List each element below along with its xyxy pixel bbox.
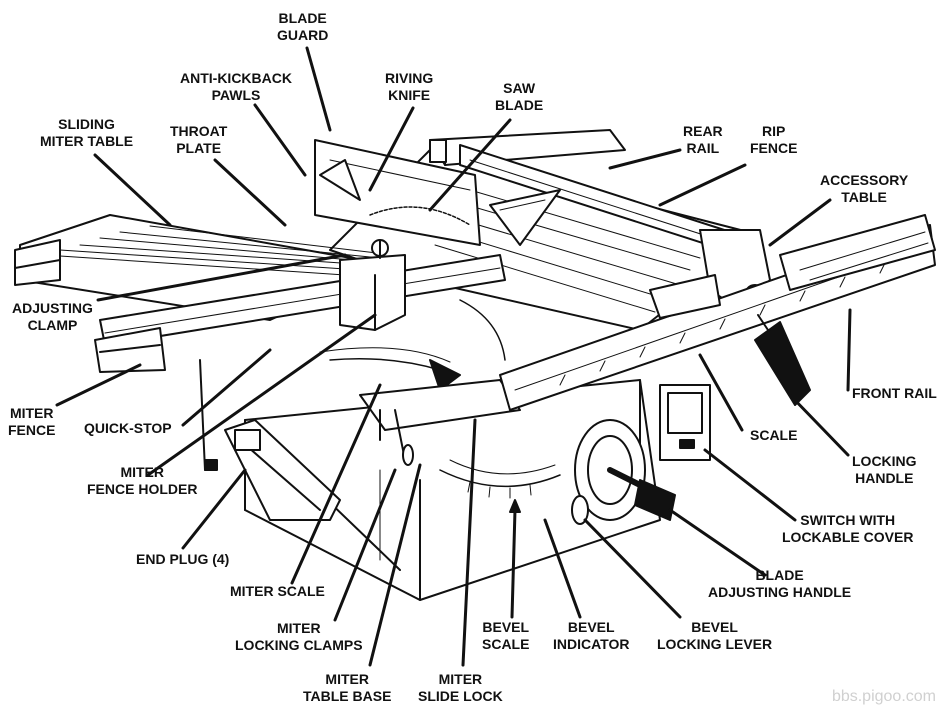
label-line: MITER: [277, 620, 321, 636]
label-sliding-miter-table: SLIDING MITER TABLE: [40, 116, 133, 150]
label-line: ACCESSORY: [820, 172, 909, 188]
label-riving-knife: RIVING KNIFE: [385, 70, 433, 104]
label-miter-table-base: MITER TABLE BASE: [303, 671, 391, 705]
label-line: LOCKABLE COVER: [782, 529, 914, 545]
label-line: SCALE: [482, 636, 530, 652]
power-switch: [659, 384, 711, 461]
label-line: ADJUSTING HANDLE: [708, 584, 852, 600]
label-bevel-indicator: BEVEL INDICATOR: [553, 619, 629, 653]
label-line: BEVEL: [691, 619, 738, 635]
label-line: ADJUSTING: [12, 300, 93, 316]
label-line: CLAMP: [27, 317, 78, 333]
label-switch-with-lockable-cover: SWITCH WITH LOCKABLE COVER: [782, 512, 913, 546]
label-line: FENCE: [8, 422, 56, 438]
label-line: END PLUG (4): [136, 551, 230, 567]
label-line: TABLE: [841, 189, 887, 205]
label-line: HANDLE: [855, 470, 914, 486]
label-anti-kickback-pawls: ANTI-KICKBACK PAWLS: [180, 70, 292, 104]
label-line: SWITCH WITH: [800, 512, 896, 528]
label-line: RIP: [762, 123, 786, 139]
label-line: RAIL: [686, 140, 720, 156]
miter-scale-arc: [319, 299, 506, 391]
label-line: GUARD: [277, 27, 329, 43]
label-saw-blade: SAW BLADE: [495, 80, 543, 114]
label-rear-rail: REAR RAIL: [683, 123, 723, 157]
miter-locking-clamps: [379, 409, 414, 466]
label-bevel-scale: BEVEL SCALE: [482, 619, 529, 653]
label-front-rail: FRONT RAIL: [852, 385, 937, 402]
label-line: SLIDING: [58, 116, 115, 132]
miter-table-base: [224, 379, 521, 521]
label-line: INDICATOR: [553, 636, 630, 652]
label-line: THROAT: [170, 123, 228, 139]
label-line: SCALE: [750, 427, 798, 443]
label-line: PLATE: [176, 140, 222, 156]
label-line: QUICK-STOP: [84, 420, 172, 436]
label-line: BLADE: [278, 10, 327, 26]
label-miter-slide-lock: MITER SLIDE LOCK: [418, 671, 503, 705]
label-blade-adjusting-handle: BLADE ADJUSTING HANDLE: [708, 567, 851, 601]
label-line: ANTI-KICKBACK: [180, 70, 292, 86]
label-blade-guard: BLADE GUARD: [277, 10, 328, 44]
label-miter-scale: MITER SCALE: [230, 583, 325, 600]
label-miter-fence: MITER FENCE: [8, 405, 55, 439]
label-miter-fence-holder: MITER FENCE HOLDER: [87, 464, 197, 498]
label-line: MITER: [438, 671, 483, 687]
leader-lines: [55, 46, 852, 667]
label-miter-locking-clamps: MITER LOCKING CLAMPS: [235, 620, 363, 654]
label-line: MITER: [9, 405, 54, 421]
label-line: LOCKING: [852, 453, 917, 469]
label-line: MITER SCALE: [230, 583, 325, 599]
label-line: SAW: [503, 80, 536, 96]
label-line: MITER: [325, 671, 369, 687]
locking-handle: [754, 314, 811, 406]
label-scale: SCALE: [750, 427, 797, 444]
label-line: FENCE HOLDER: [87, 481, 198, 497]
label-line: RIVING: [385, 70, 434, 86]
blade-adjusting-handwheel: [574, 419, 676, 521]
blade-guard-assembly: [314, 139, 561, 246]
label-line: SLIDE LOCK: [418, 688, 503, 704]
label-adjusting-clamp: ADJUSTING CLAMP: [12, 300, 93, 334]
label-line: MITER TABLE: [40, 133, 134, 149]
label-end-plug: END PLUG (4): [136, 551, 229, 568]
label-locking-handle: LOCKING HANDLE: [852, 453, 917, 487]
label-line: KNIFE: [388, 87, 431, 103]
accessory-table: [779, 214, 936, 291]
label-line: REAR: [683, 123, 723, 139]
label-bevel-locking-lever: BEVEL LOCKING LEVER: [657, 619, 772, 653]
label-line: LOCKING CLAMPS: [235, 637, 363, 653]
label-line: TABLE BASE: [303, 688, 392, 704]
watermark: bbs.pigoo.com: [831, 688, 936, 705]
label-quick-stop: QUICK-STOP: [84, 420, 172, 437]
label-line: FRONT RAIL: [852, 385, 937, 401]
label-rip-fence: RIP FENCE: [750, 123, 797, 157]
label-line: BLADE: [495, 97, 544, 113]
label-line: LOCKING LEVER: [657, 636, 773, 652]
label-line: PAWLS: [211, 87, 261, 103]
bevel-scale: [439, 459, 589, 525]
label-line: BEVEL: [567, 619, 615, 635]
miter-fence-holder: [339, 239, 406, 331]
label-line: BEVEL: [482, 619, 530, 635]
label-line: MITER: [120, 464, 164, 480]
label-line: BLADE: [755, 567, 804, 583]
label-throat-plate: THROAT PLATE: [170, 123, 227, 157]
label-accessory-table: ACCESSORY TABLE: [820, 172, 908, 206]
label-line: FENCE: [750, 140, 798, 156]
